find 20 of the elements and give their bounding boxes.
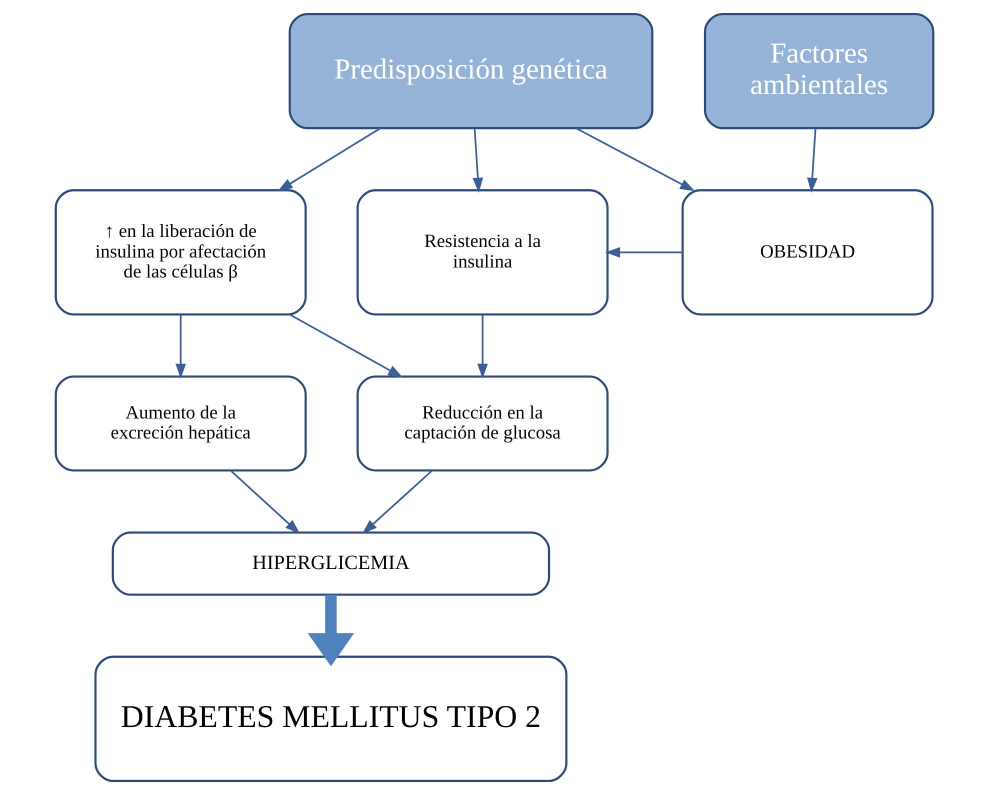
- arrow: [278, 128, 381, 192]
- node-box: OBESIDAD: [682, 189, 934, 316]
- node-box: Predisposición genética: [288, 12, 654, 130]
- node-box: ↑ en la liberación de insulina por afectación de las células β: [54, 189, 307, 316]
- node-box: DIABETES MELLITUS TIPO 2: [94, 656, 568, 782]
- arrow: [289, 314, 404, 378]
- arrow: [472, 128, 484, 193]
- arrow: [605, 247, 683, 258]
- arrow: [230, 470, 300, 534]
- arrow: [807, 128, 818, 193]
- arrow: [308, 594, 354, 666]
- arrow: [477, 314, 488, 379]
- node-box: HIPERGLICEMIA: [112, 531, 550, 596]
- node-box: Reducción en la captación de glucosa: [356, 375, 609, 472]
- arrow: [576, 127, 696, 192]
- node-box: Resistencia a la insulina: [356, 189, 609, 316]
- node-box: Factores ambientales: [704, 12, 934, 130]
- arrow: [175, 314, 186, 379]
- arrow: [362, 470, 433, 534]
- node-box: Aumento de la excreción hepática: [54, 375, 307, 472]
